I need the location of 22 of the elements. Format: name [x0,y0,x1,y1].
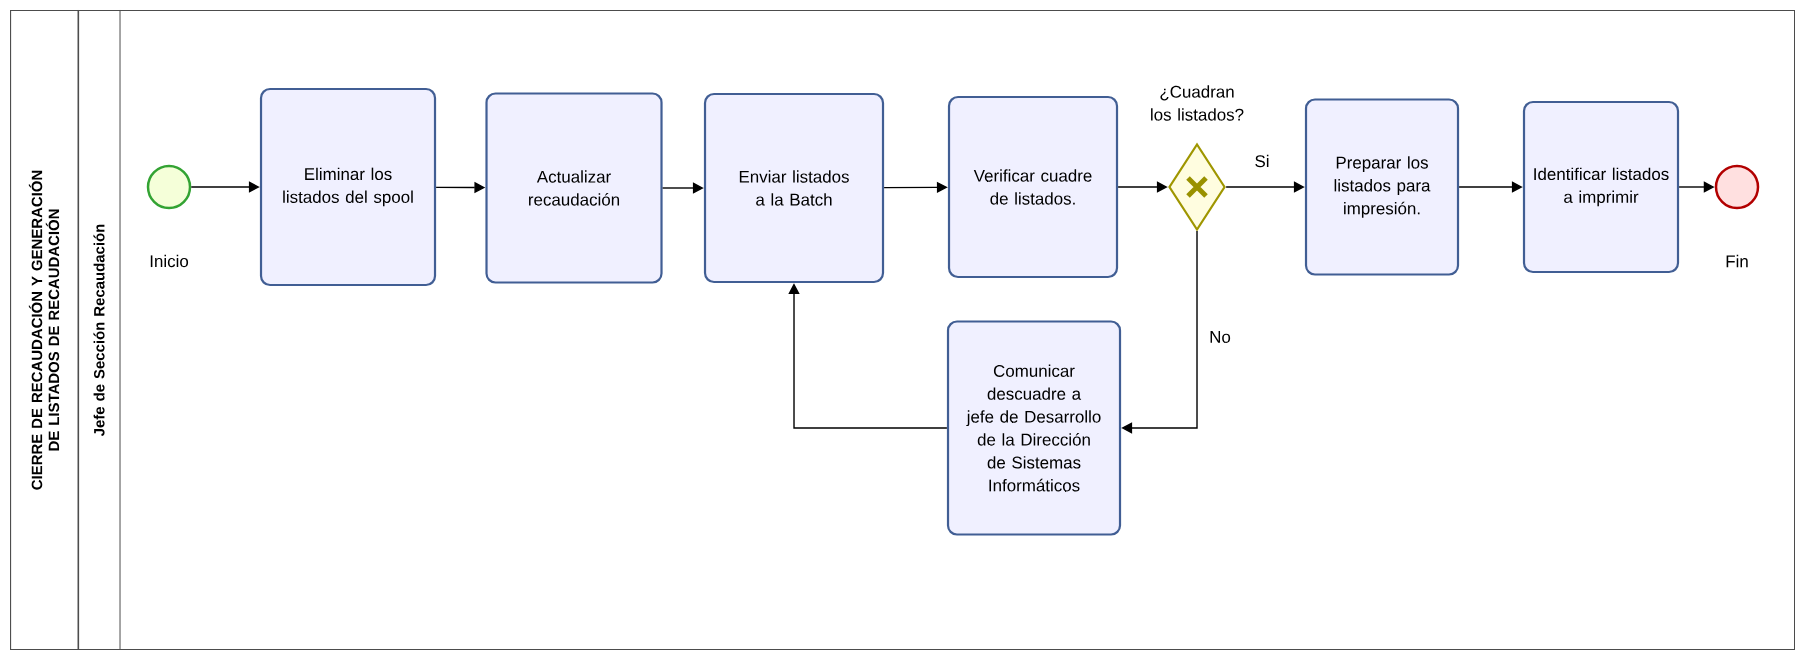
node-label: Inicio [150,254,189,268]
node-label: ¿Cuadran los listados? [1151,85,1244,121]
task-box: Identificar listados a imprimir [1522,100,1680,274]
arrow [1458,181,1523,193]
task-box: Enviar listados a la Batch [703,92,885,284]
task-box: Actualizar recaudación [485,92,663,284]
task-box: Preparar los listados para impresión. [1304,98,1460,276]
edge-label: No [1208,330,1232,344]
arrow [1117,181,1168,193]
event-circle [1714,164,1760,210]
event-circle [146,164,192,210]
task-box: Eliminar los listados del spool [259,87,437,287]
lane-band: Jefe de Sección Recaudación Inicio Eliminar los listados del spool Actualizar recaudación Enviar listados a la Batch Verificar cuadre de listados. ¿Cuadran los listados? Preparar los listados para impresión. Identificar listados a imprimir Fin Comunicar descuadre a jefe de Desarrollo de la Dirección de Sistemas Informáticos Si No [78,9,1795,650]
arrow [190,181,260,193]
arrow [661,182,704,194]
arrow [1225,181,1305,193]
edge-label: Si [1253,153,1271,169]
task-box: Verificar cuadre de listados. [947,95,1119,279]
task-box: Comunicar descuadre a jefe de Desarrollo de la Dirección de Sistemas Informáticos [946,320,1122,536]
arrow [788,283,948,429]
node-label: Fin [1726,254,1748,268]
pool-band: CIERRE DE RECAUDACIÓN Y GENERACIÓN DE LISTADOS DE RECAUDACIÓN Jefe de Sección Recaudación Inicio Eliminar los listados del spool Actualizar recaudación Enviar listados a la Batch Verificar cuadre de listados. ¿Cuadran los listados? Preparar los listados para impresión. Identificar listados a imprimir Fin Comunicar descuadre a jefe de Desarrollo de la Dirección de Sistemas Informáticos Si No [10,9,1795,650]
